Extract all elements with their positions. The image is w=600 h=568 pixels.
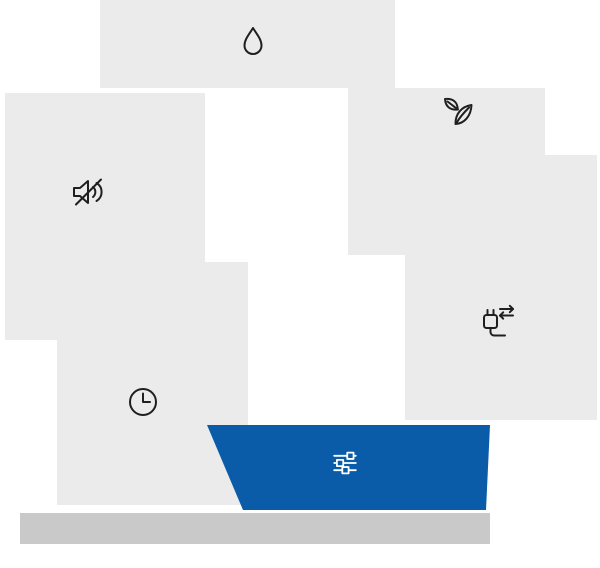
tile-power-plug[interactable] — [405, 155, 597, 420]
tile-time[interactable] — [57, 262, 248, 505]
plug-swap-icon — [477, 301, 517, 341]
leaf-eco-icon — [438, 92, 478, 132]
selected-option-trapezoid[interactable] — [207, 425, 490, 510]
water-drop-icon — [233, 22, 273, 62]
bottom-track[interactable] — [20, 513, 490, 544]
speaker-mute-icon — [68, 172, 108, 212]
tile-water[interactable] — [100, 0, 395, 88]
sliders-icon — [327, 445, 363, 481]
clock-icon — [123, 382, 163, 422]
